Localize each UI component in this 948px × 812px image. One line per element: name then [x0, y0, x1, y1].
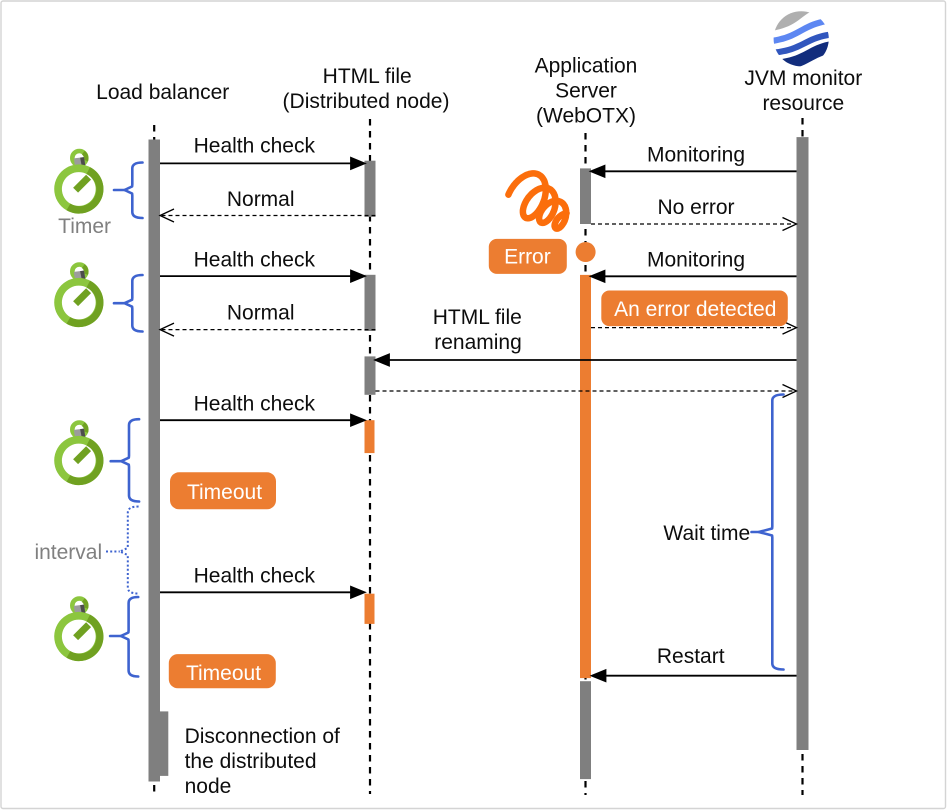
svg-text:node: node	[185, 775, 232, 798]
svg-text:Timer: Timer	[58, 215, 111, 238]
svg-text:An error detected: An error detected	[614, 298, 776, 321]
svg-text:Application: Application	[535, 54, 638, 77]
svg-text:Disconnection of: Disconnection of	[185, 725, 340, 748]
svg-text:No error: No error	[657, 196, 734, 219]
svg-text:Health check: Health check	[194, 565, 316, 588]
svg-text:(WebOTX): (WebOTX)	[536, 104, 636, 127]
svg-text:Timeout: Timeout	[186, 662, 261, 685]
svg-text:Health check: Health check	[194, 135, 316, 158]
svg-text:Normal: Normal	[227, 302, 295, 325]
svg-text:Monitoring: Monitoring	[647, 143, 745, 166]
svg-text:Timeout: Timeout	[187, 481, 262, 504]
svg-text:(Distributed node): (Distributed node)	[283, 90, 450, 113]
svg-text:Restart: Restart	[657, 645, 725, 668]
svg-text:resource: resource	[762, 92, 844, 115]
svg-text:renaming: renaming	[434, 331, 522, 354]
svg-text:Monitoring: Monitoring	[647, 248, 745, 271]
svg-text:Wait time: Wait time	[663, 522, 750, 545]
svg-text:Health check: Health check	[194, 393, 316, 416]
svg-text:HTML file: HTML file	[433, 306, 522, 329]
svg-text:Health check: Health check	[194, 248, 316, 271]
svg-text:JVM monitor: JVM monitor	[744, 67, 862, 90]
svg-text:interval: interval	[34, 541, 102, 564]
svg-text:the distributed: the distributed	[185, 750, 317, 773]
svg-text:Normal: Normal	[227, 188, 295, 211]
svg-text:Load balancer: Load balancer	[96, 81, 229, 104]
svg-text:HTML file: HTML file	[323, 65, 412, 88]
svg-text:Error: Error	[504, 246, 551, 269]
svg-text:Server: Server	[555, 79, 617, 102]
